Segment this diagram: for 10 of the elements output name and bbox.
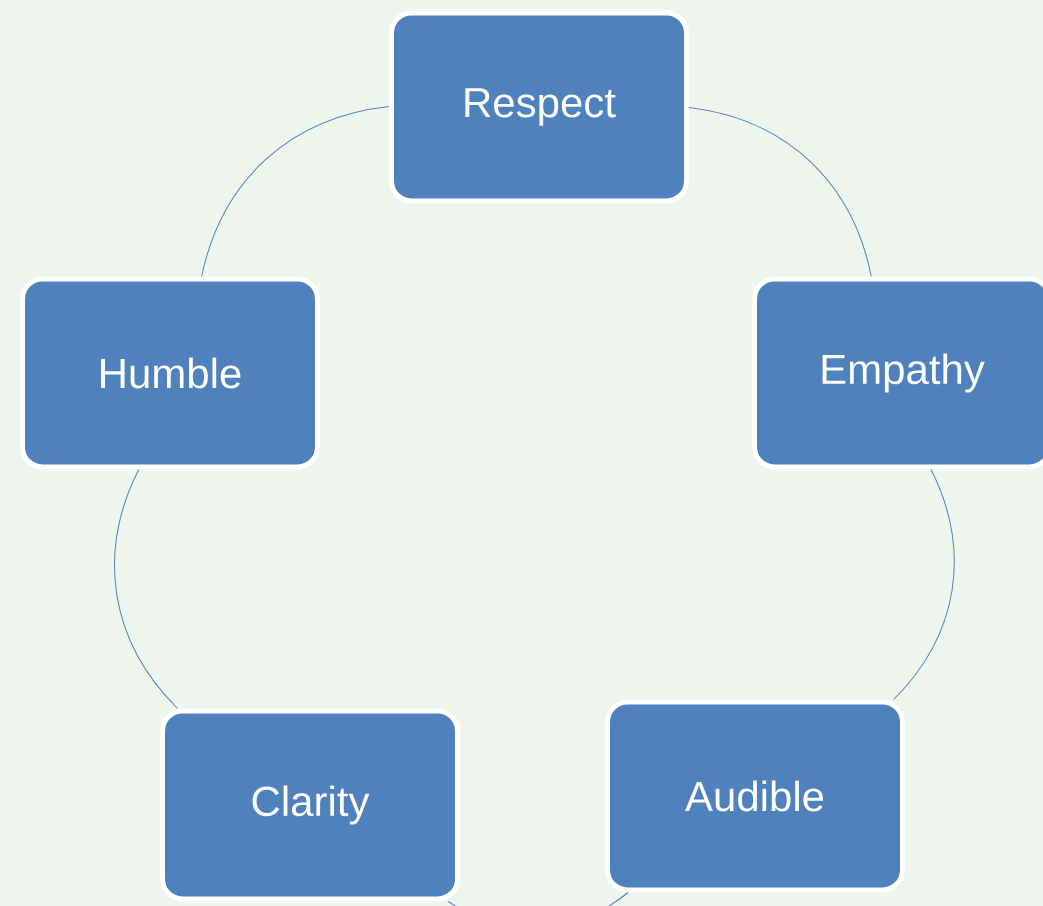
rounded-box: Audible	[605, 699, 905, 893]
rounded-box: Empathy	[752, 276, 1043, 470]
connector-arc	[893, 469, 955, 700]
rounded-box: Clarity	[160, 708, 460, 902]
connector-arc	[688, 107, 872, 277]
rounded-box: Humble	[20, 276, 320, 470]
rounded-box: Respect	[389, 10, 689, 204]
connector-arc	[447, 892, 629, 906]
connector-arc	[114, 469, 179, 709]
connector-arc	[201, 105, 390, 277]
